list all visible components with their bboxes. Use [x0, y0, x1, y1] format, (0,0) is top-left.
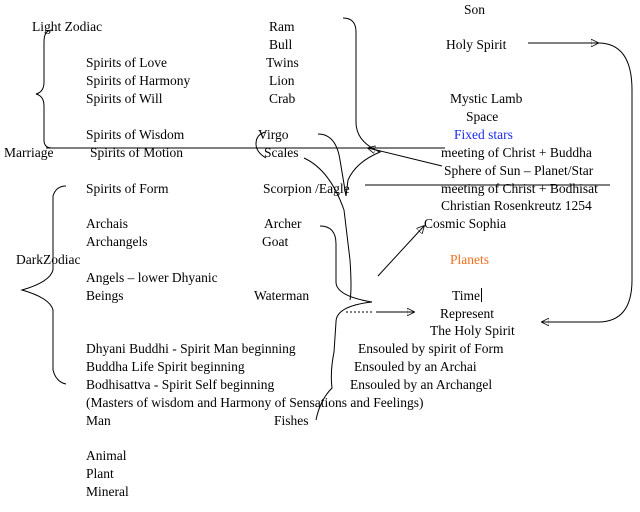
animal: Animal	[86, 448, 127, 463]
meeting-christ-arrow	[368, 148, 443, 167]
dark-zodiac-label: DarkZodiac	[16, 252, 81, 267]
text-cursor	[481, 288, 483, 302]
sign-ram: Ram	[269, 19, 295, 34]
buddha-life: Buddha Life Spirit beginning	[86, 359, 245, 374]
upper-signs-brace	[342, 17, 382, 197]
spirits-of-harmony: Spirits of Harmony	[86, 73, 191, 88]
angels: Angels – lower Dhyanic	[86, 270, 218, 285]
scales-curve	[303, 157, 352, 301]
archais: Archais	[86, 216, 128, 231]
plant: Plant	[86, 466, 114, 481]
dark-zodiac-brace	[20, 185, 67, 385]
virgo-scales-brace	[255, 131, 267, 159]
spirits-of-wisdom: Spirits of Wisdom	[86, 127, 185, 142]
fixed-stars: Fixed stars	[454, 127, 513, 142]
sign-bull: Bull	[269, 37, 293, 52]
the-holy-spirit: The Holy Spirit	[430, 323, 515, 338]
archangels: Archangels	[86, 234, 148, 249]
sign-twins: Twins	[266, 55, 299, 70]
sophia-arrow	[377, 226, 424, 277]
light-zodiac-brace	[35, 29, 53, 149]
spirits-of-love: Spirits of Love	[86, 55, 167, 70]
virgo-curve	[317, 133, 347, 197]
rosenkreutz: Christian Rosenkreutz 1254	[441, 198, 592, 213]
son-label: Son	[464, 2, 486, 17]
spirits-of-will: Spirits of Will	[86, 91, 163, 106]
light-zodiac-label: Light Zodiac	[32, 19, 103, 34]
man: Man	[86, 413, 111, 428]
sign-archer: Archer	[264, 216, 302, 231]
dhyani-buddhi: Dhyani Buddhi - Spirit Man beginning	[86, 341, 296, 356]
holy-spirit-loop	[597, 42, 633, 323]
meeting-christ-bodhisat: meeting of Christ + Bodhisat	[441, 181, 598, 196]
cosmic-sophia: Cosmic Sophia	[424, 216, 507, 231]
spirits-of-motion: Spirits of Motion	[90, 145, 184, 160]
bodhisattva: Bodhisattva - Spirit Self beginning	[86, 377, 275, 392]
sign-lion: Lion	[269, 73, 295, 88]
mineral: Mineral	[86, 484, 129, 499]
sign-virgo: Virgo	[258, 127, 289, 142]
sign-waterman: Waterman	[254, 288, 310, 303]
masters-note: (Masters of wisdom and Harmony of Sensat…	[86, 395, 424, 410]
marriage-label: Marriage	[4, 145, 54, 160]
represent-label: Represent	[440, 306, 494, 321]
ensouled-archangel: Ensouled by an Archangel	[350, 377, 493, 392]
holy-spirit-label: Holy Spirit	[446, 37, 507, 52]
ensouled-archai: Ensouled by an Archai	[354, 359, 477, 374]
sign-crab: Crab	[269, 91, 296, 106]
sign-fishes: Fishes	[274, 413, 309, 428]
meeting-christ-buddha: meeting of Christ + Buddha	[441, 145, 592, 160]
time-text: Time	[452, 288, 481, 303]
sphere-of-sun: Sphere of Sun – Planet/Star	[444, 163, 594, 178]
ensouled-form: Ensouled by spirit of Form	[358, 341, 504, 356]
space-label: Space	[466, 109, 499, 124]
time-label: Time	[452, 288, 483, 304]
sign-scorpion: Scorpion /Eagle	[263, 181, 350, 196]
scorpion-brace	[315, 225, 373, 421]
planets-label: Planets	[450, 252, 489, 267]
spirits-of-form: Spirits of Form	[86, 181, 169, 196]
mystic-lamb: Mystic Lamb	[450, 91, 523, 106]
sign-goat: Goat	[262, 234, 289, 249]
sign-scales: Scales	[264, 145, 299, 160]
beings: Beings	[86, 288, 124, 303]
